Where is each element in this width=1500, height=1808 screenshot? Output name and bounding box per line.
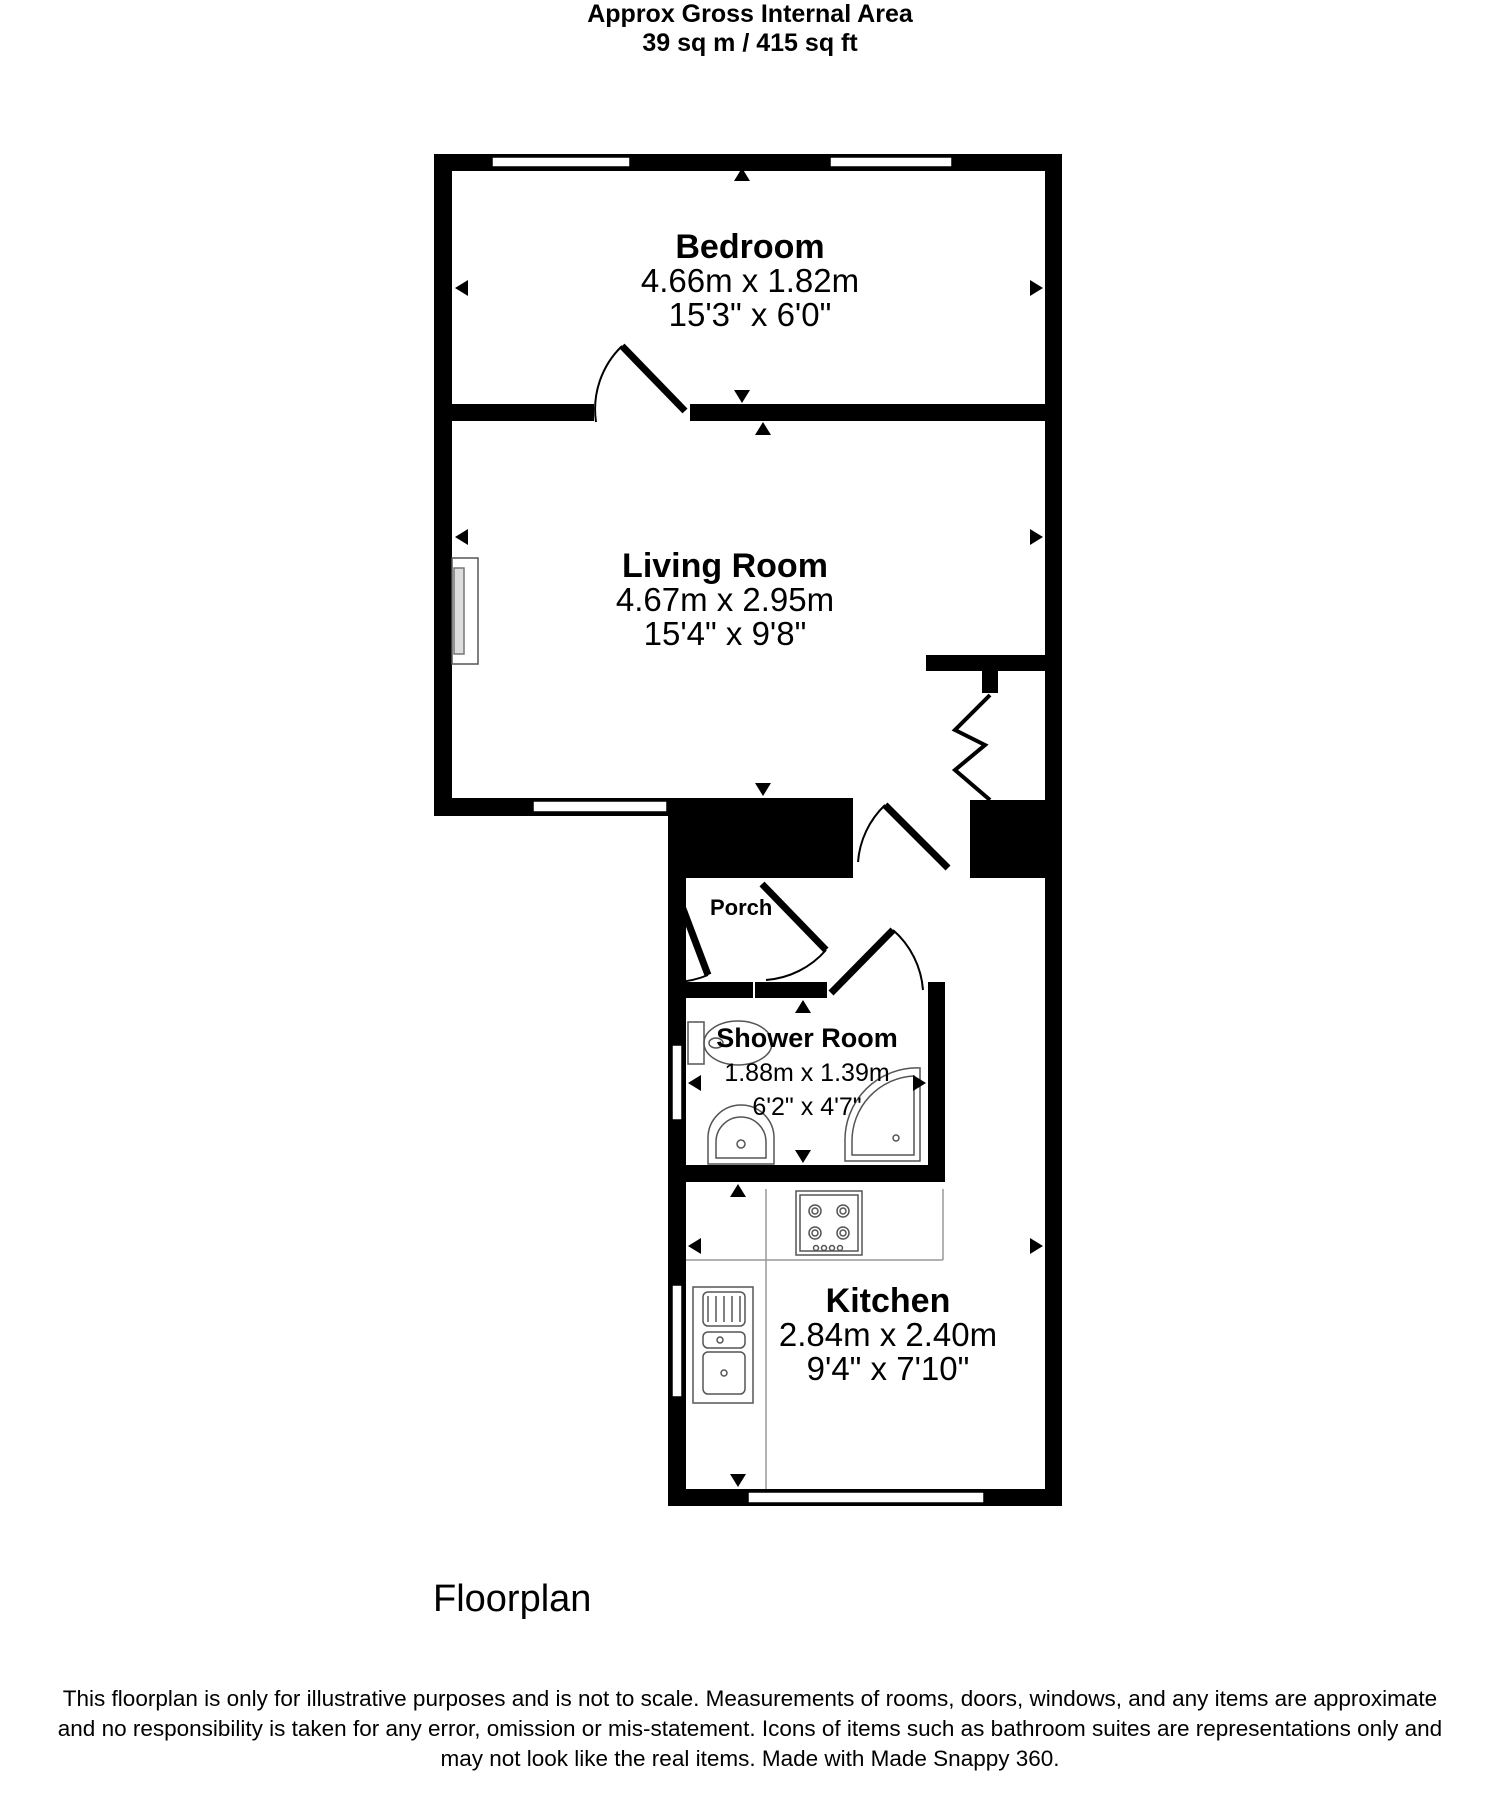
room-label-kitchen: Kitchen 2.84m x 2.40m 9'4" x 7'10" [779, 1282, 997, 1387]
room-name: Kitchen [826, 1282, 951, 1320]
room-size-imperial: 15'4" x 9'8" [644, 615, 807, 652]
door-shower [828, 927, 924, 996]
walls [434, 154, 1062, 1506]
worktop [686, 1189, 944, 1489]
window-kitchen-bottom [747, 1491, 985, 1504]
room-size-imperial: 6'2" x 4'7" [752, 1093, 861, 1121]
fireplace-icon [451, 557, 479, 665]
door-bedroom [594, 343, 688, 423]
room-size-metric: 4.66m x 1.82m [641, 262, 859, 299]
kitchen-sink-icon [692, 1286, 754, 1404]
door-living-hall [857, 802, 951, 871]
wash-basin-icon [707, 1104, 775, 1165]
room-name: Bedroom [675, 228, 824, 266]
floor-label: Floorplan [433, 1578, 592, 1620]
room-label-shower-room: Shower Room 1.88m x 1.39m 6'2" x 4'7" [716, 1023, 898, 1121]
room-size-metric: 4.67m x 2.95m [616, 581, 834, 618]
room-label-living-room: Living Room 4.67m x 2.95m 15'4" x 9'8" [616, 547, 834, 652]
room-size-imperial: 15'3" x 6'0" [669, 296, 832, 333]
room-label-bedroom: Bedroom 4.66m x 1.82m 15'3" x 6'0" [641, 228, 859, 333]
door-porch-entry [673, 891, 712, 983]
hob-icon [795, 1190, 863, 1256]
disclaimer-line: This floorplan is only for illustrative … [62, 1686, 1438, 1711]
window-kitchen-left [671, 1284, 683, 1398]
room-size-metric: 1.88m x 1.39m [724, 1059, 889, 1087]
area-value: 39 sq m / 415 sq ft [642, 29, 858, 57]
room-size-imperial: 9'4" x 7'10" [807, 1350, 970, 1387]
area-header: Approx Gross Internal Area 39 sq m / 415… [0, 0, 1500, 58]
window-living-bottom [532, 800, 668, 813]
window-bedroom-right [829, 156, 953, 168]
area-title: Approx Gross Internal Area [587, 0, 913, 28]
room-size-metric: 2.84m x 2.40m [779, 1316, 997, 1353]
toilet-icon [687, 1020, 773, 1066]
disclaimer: This floorplan is only for illustrative … [0, 1684, 1500, 1774]
door-cupboard-bifold [951, 693, 992, 802]
corner-shower-icon [844, 1067, 921, 1162]
room-name: Porch [710, 895, 772, 920]
windows [491, 156, 985, 1504]
door-porch-inner [759, 881, 829, 981]
dimension-arrows [455, 168, 1043, 1487]
room-name: Living Room [622, 547, 828, 585]
room-label-porch: Porch [710, 895, 772, 920]
room-name: Shower Room [716, 1023, 898, 1053]
disclaimer-line: may not look like the real items. Made w… [440, 1746, 1060, 1771]
disclaimer-line: and no responsibility is taken for any e… [57, 1716, 1443, 1741]
window-bedroom-left [491, 156, 631, 168]
window-shower-left [671, 1044, 683, 1121]
doors [594, 343, 992, 996]
fixtures [451, 557, 944, 1489]
